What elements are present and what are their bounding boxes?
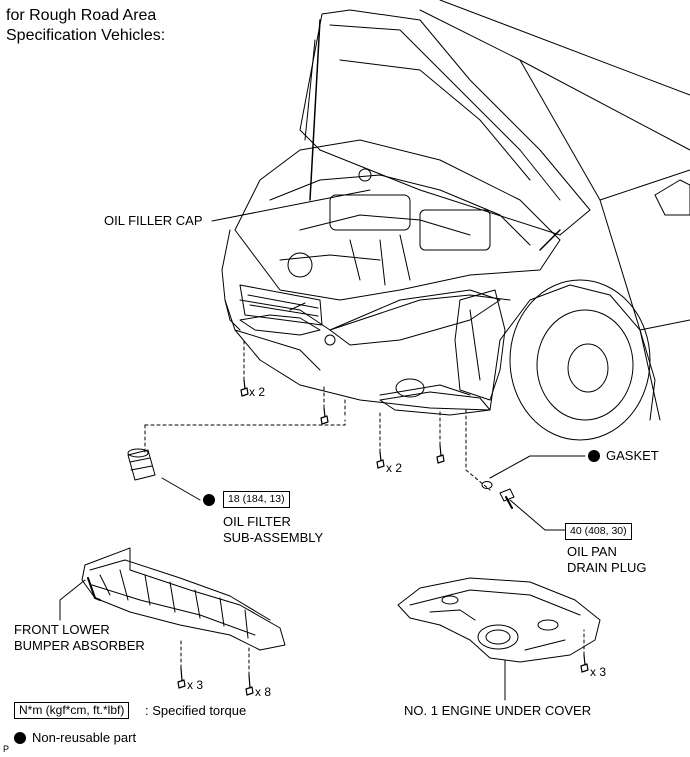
drain-plug-part <box>499 488 515 509</box>
label-oil-filler-cap: OIL FILLER CAP <box>104 213 203 228</box>
title-line-1: for Rough Road Area <box>6 7 157 24</box>
gasket-part <box>481 481 493 489</box>
dashed-oil-filter <box>144 419 346 426</box>
label-front-lower-line-2: BUMPER ABSORBER <box>14 638 145 653</box>
label-oil-pan-line-1: OIL PAN <box>567 544 617 559</box>
qty-cover-bolts: x 3 <box>590 665 607 679</box>
leader-gasket <box>489 455 586 479</box>
torque-box-oil-filter: 18 (184, 13) <box>223 491 290 508</box>
title-line-2: Specification Vehicles: <box>6 27 166 44</box>
legend-non-reusable-dot <box>14 732 26 744</box>
leader-front-lower <box>59 579 86 621</box>
label-engine-under-cover: NO. 1 ENGINE UNDER COVER <box>404 703 592 718</box>
front-lower-bumper-absorber-part <box>81 547 286 651</box>
label-oil-pan-line-2: DRAIN PLUG <box>567 560 647 575</box>
page-title: for Rough Road Area Specification Vehicl… <box>6 6 165 46</box>
legend-torque-desc: : Specified torque <box>145 703 247 718</box>
bolt-icons <box>177 379 589 696</box>
legend-non-reusable: Non-reusable part <box>32 730 137 745</box>
corner-mark: P <box>3 744 10 754</box>
torque-box-drain-plug: 40 (408, 30) <box>565 523 632 540</box>
leader-drain-plug <box>509 499 566 531</box>
leader-oil-filler-cap <box>211 189 371 222</box>
qty-absorber-bolts-a: x 3 <box>187 678 204 692</box>
qty-absorber-bolts-b: x 8 <box>255 685 272 699</box>
label-oil-filter-line-1: OIL FILTER <box>223 514 291 529</box>
dashed-drain-plug <box>465 409 491 491</box>
non-reusable-dot-oil-filter <box>203 494 215 506</box>
label-gasket: GASKET <box>606 448 659 463</box>
qty-bolts-left: x 2 <box>249 385 266 399</box>
engine-under-cover-part <box>397 577 601 663</box>
legend-torque-box: N*m (kgf*cm, ft.*lbf) <box>14 702 130 719</box>
leader-oil-filter <box>161 477 201 501</box>
oil-filter-part <box>127 448 156 481</box>
vehicle-illustration <box>221 0 690 441</box>
label-oil-filter-line-2: SUB-ASSEMBLY <box>223 530 324 545</box>
non-reusable-dot-gasket <box>588 450 600 462</box>
qty-bolts-right: x 2 <box>386 461 403 475</box>
label-front-lower-line-1: FRONT LOWER <box>14 622 110 637</box>
